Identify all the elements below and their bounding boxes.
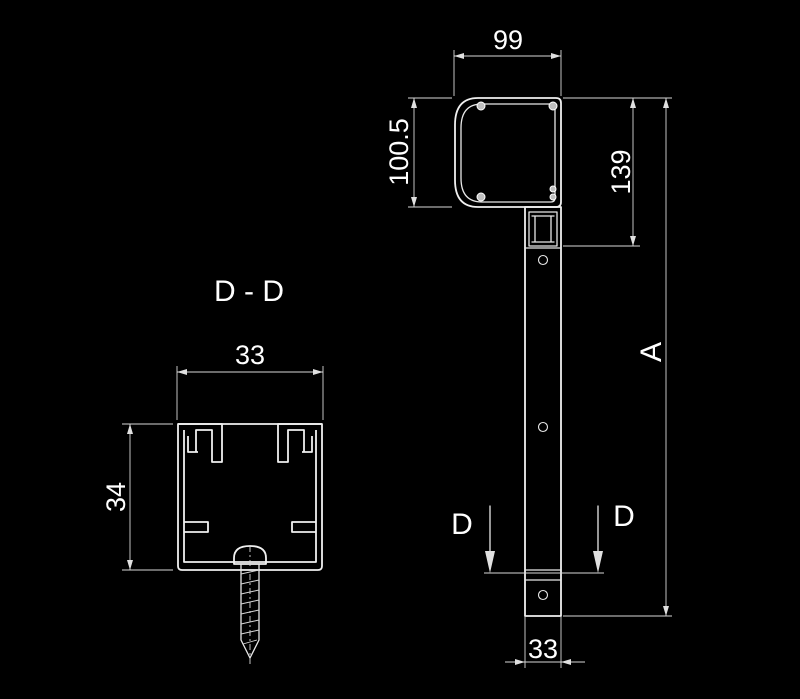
screw-dot-icon [476,192,486,202]
screw-dot-icon [548,101,558,111]
screw-dot-icon [549,185,557,193]
cut-left-label: D [451,508,473,541]
upper-height-label: 139 [606,149,636,194]
rail-width-dimension: 33 [505,616,585,668]
head-height-dimension: 100.5 [384,97,452,208]
section-height-dimension: 34 [101,423,173,571]
screw-dot-icon [549,193,557,201]
section-profile [177,423,323,571]
upper-height-dimension: 139 [563,97,640,247]
head-box [454,97,562,208]
overall-height-label: A [635,342,668,362]
mounting-hole-icon [537,589,549,601]
head-width-label: 99 [493,25,523,55]
overall-height-dimension: A [563,97,672,617]
section-width-label: 33 [235,340,265,370]
section-cut-line: D D [451,500,635,574]
cut-right-label: D [613,500,635,533]
section-title: D - D [214,275,284,308]
rail-width-label: 33 [528,634,558,664]
section-d-d: D - D 33 34 [101,275,324,664]
section-width-dimension: 33 [176,340,324,420]
section-height-label: 34 [101,482,131,512]
screw-dot-icon [476,101,486,111]
head-height-label: 100.5 [384,118,414,186]
screw-icon [233,545,267,664]
mounting-hole-icon [537,254,549,266]
head-width-dimension: 99 [453,25,562,96]
mounting-hole-icon [537,421,549,433]
rail [524,206,562,617]
elevation-view: 99 100.5 139 A [384,25,672,668]
